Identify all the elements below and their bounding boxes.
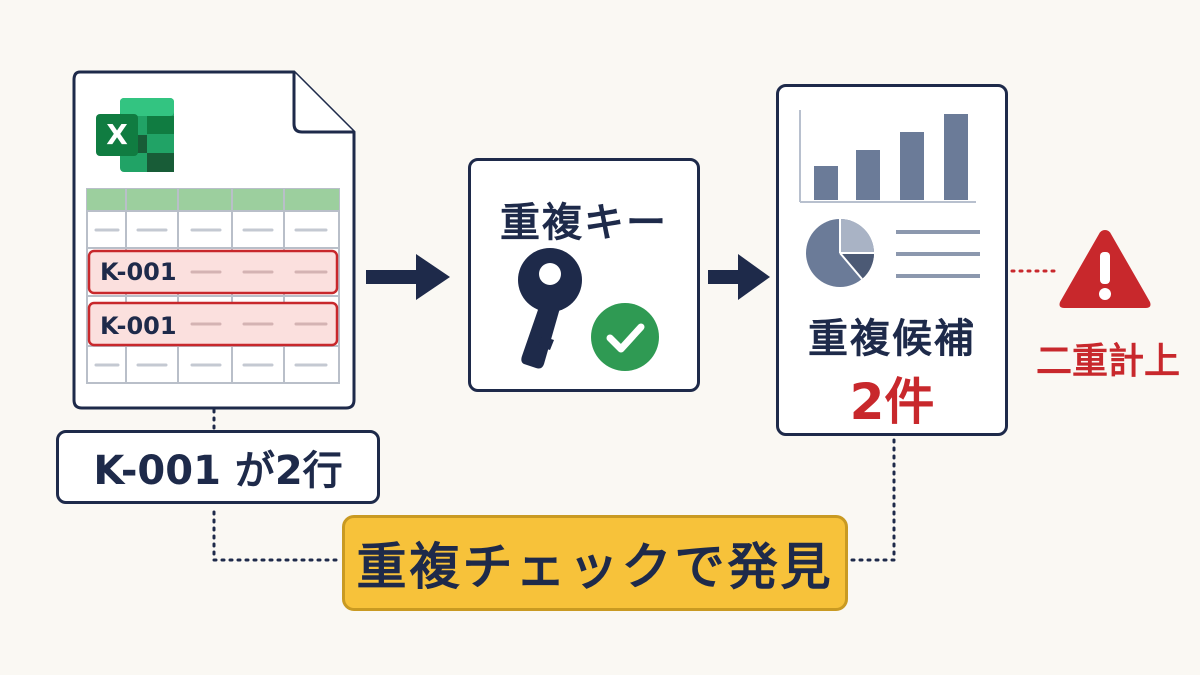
duplicate-candidates-title: 重複候補 bbox=[808, 316, 976, 362]
duplicate-caption: K-001 が2行 bbox=[56, 430, 380, 504]
duplicate-candidates-count: 2件 bbox=[849, 373, 935, 431]
text-lines-icon bbox=[896, 230, 980, 278]
bar-chart-icon bbox=[799, 110, 976, 203]
excel-icon-letter: X bbox=[106, 118, 128, 151]
excel-icon bbox=[96, 98, 174, 172]
duplicate-key-title: 重複キー bbox=[500, 200, 668, 246]
dotted-connector-warning bbox=[1010, 269, 1058, 273]
dotted-connector-right bbox=[848, 438, 896, 562]
arrow-right-icon bbox=[366, 254, 450, 300]
spreadsheet-grid bbox=[86, 188, 340, 384]
found-by-duplicate-check-banner: 重複チェックで発見 bbox=[342, 515, 848, 611]
double-count-label: 二重計上 bbox=[1035, 341, 1180, 382]
key-icon bbox=[518, 248, 582, 369]
duplicate-key-box bbox=[468, 158, 700, 392]
check-icon bbox=[591, 303, 659, 371]
warning-icon bbox=[1059, 230, 1151, 308]
dotted-connector-left bbox=[212, 408, 344, 562]
duplicate-row-key-1: K-001 bbox=[100, 258, 177, 286]
duplicate-row-key-2: K-001 bbox=[100, 312, 177, 340]
pie-chart-icon bbox=[806, 219, 875, 287]
arrow-right-icon-2 bbox=[708, 254, 770, 300]
